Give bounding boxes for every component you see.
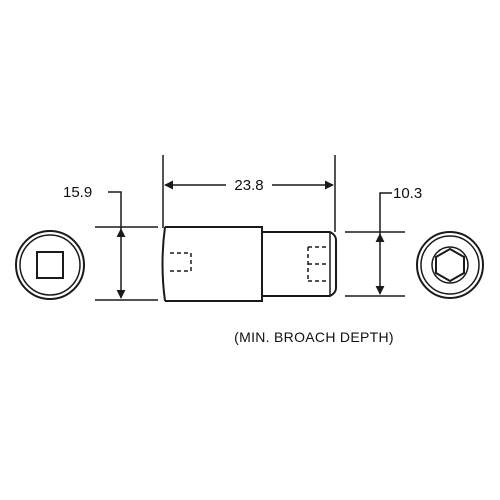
hidden-square-drive [170, 252, 192, 272]
hex-view-mid-circle [420, 235, 480, 295]
leader-line-right [379, 192, 392, 234]
end-view-inner-circle [19, 234, 81, 296]
dimension-label-15-9: 15.9 [63, 184, 92, 201]
large-body-left-edge [161, 226, 166, 302]
hex-view-inner-circle [431, 246, 469, 284]
square-drive-end-view [15, 230, 85, 300]
diameter-dimension-small [345, 192, 405, 297]
broach-depth-note: (MIN. BROACH DEPTH) [234, 329, 394, 345]
large-body-outline [165, 226, 263, 302]
leader-line [108, 191, 122, 229]
length-dimension [162, 155, 336, 232]
hex-view-outer-circle [416, 231, 484, 299]
hex-opening [435, 247, 465, 283]
dimension-label-23-8: 23.8 [234, 177, 263, 194]
small-body-outline [262, 231, 337, 297]
dimension-label-10-3: 10.3 [393, 185, 422, 202]
diameter-dimension-large [95, 191, 158, 301]
hex-end-view [416, 231, 484, 299]
hidden-lines [170, 246, 328, 282]
socket-side-profile [161, 226, 337, 302]
square-drive-opening [36, 251, 64, 279]
end-view-outer-circle [15, 230, 85, 300]
